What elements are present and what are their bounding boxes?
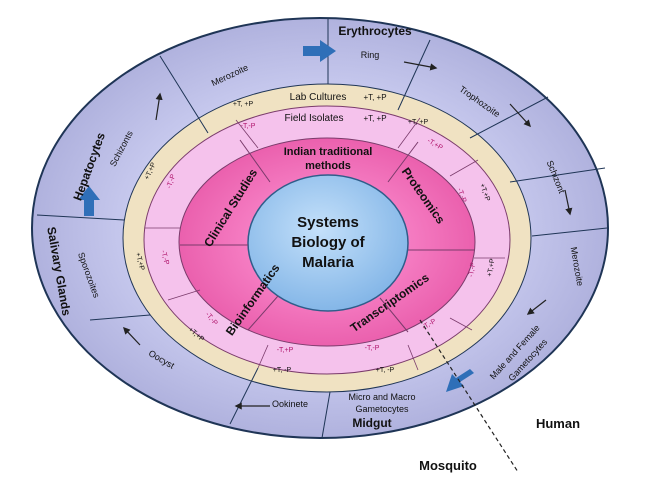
center-title-line2: Biology of xyxy=(291,234,365,251)
stage-erythrocytes: Erythrocytes xyxy=(338,24,412,38)
center-circle xyxy=(247,174,409,312)
research-indian-traditional-line2: methods xyxy=(305,160,351,172)
tp-marker: -T,-P xyxy=(456,187,468,204)
tp-marker: -T,-P xyxy=(468,262,478,278)
tp-marker: +T, +P xyxy=(233,101,254,108)
band-field-isolates-marker: +T, +P xyxy=(363,114,386,123)
band-field-isolates: Field Isolates xyxy=(285,113,344,124)
host-mosquito: Mosquito xyxy=(419,458,477,473)
blue-arrow-top xyxy=(303,40,336,62)
tp-marker: +T, -P xyxy=(273,367,292,374)
host-human: Human xyxy=(536,416,580,431)
tp-marker: -T,-P xyxy=(365,345,380,352)
band-lab-cultures: Lab Cultures xyxy=(290,92,347,103)
research-indian-traditional-line1: Indian traditional xyxy=(284,146,373,158)
stage-midgut: Midgut xyxy=(352,416,391,430)
tp-marker: +T,+P xyxy=(486,258,496,278)
stage-ring: Ring xyxy=(361,50,380,60)
blue-arrow-left-up xyxy=(78,186,100,216)
band-lab-cultures-marker: +T, +P xyxy=(363,93,386,102)
center-title-line1: Systems xyxy=(297,214,359,231)
tp-marker: +T, +P xyxy=(408,119,429,126)
host-separator-dashed-line xyxy=(419,319,519,473)
stage-micro-macro-line2: Gametocytes xyxy=(355,404,409,414)
research-area-dividers xyxy=(180,139,475,333)
lifecycle-arrows xyxy=(123,61,573,410)
tp-marker: +T,+P xyxy=(134,252,146,272)
center-title-line3: Malaria xyxy=(302,254,354,271)
tp-marker: +T, -P xyxy=(376,367,395,374)
tp-marker: -T,-P xyxy=(241,123,256,130)
stage-micro-macro-line1: Micro and Macro xyxy=(348,392,415,402)
stage-ookinete: Ookinete xyxy=(272,399,308,409)
band-dividers xyxy=(145,117,505,371)
blue-arrow-bottom-right xyxy=(446,369,474,392)
tp-marker: -T,+P xyxy=(277,347,294,354)
tp-marker: -T,-P xyxy=(159,250,170,266)
tp-marker: -T,-P xyxy=(166,173,178,190)
